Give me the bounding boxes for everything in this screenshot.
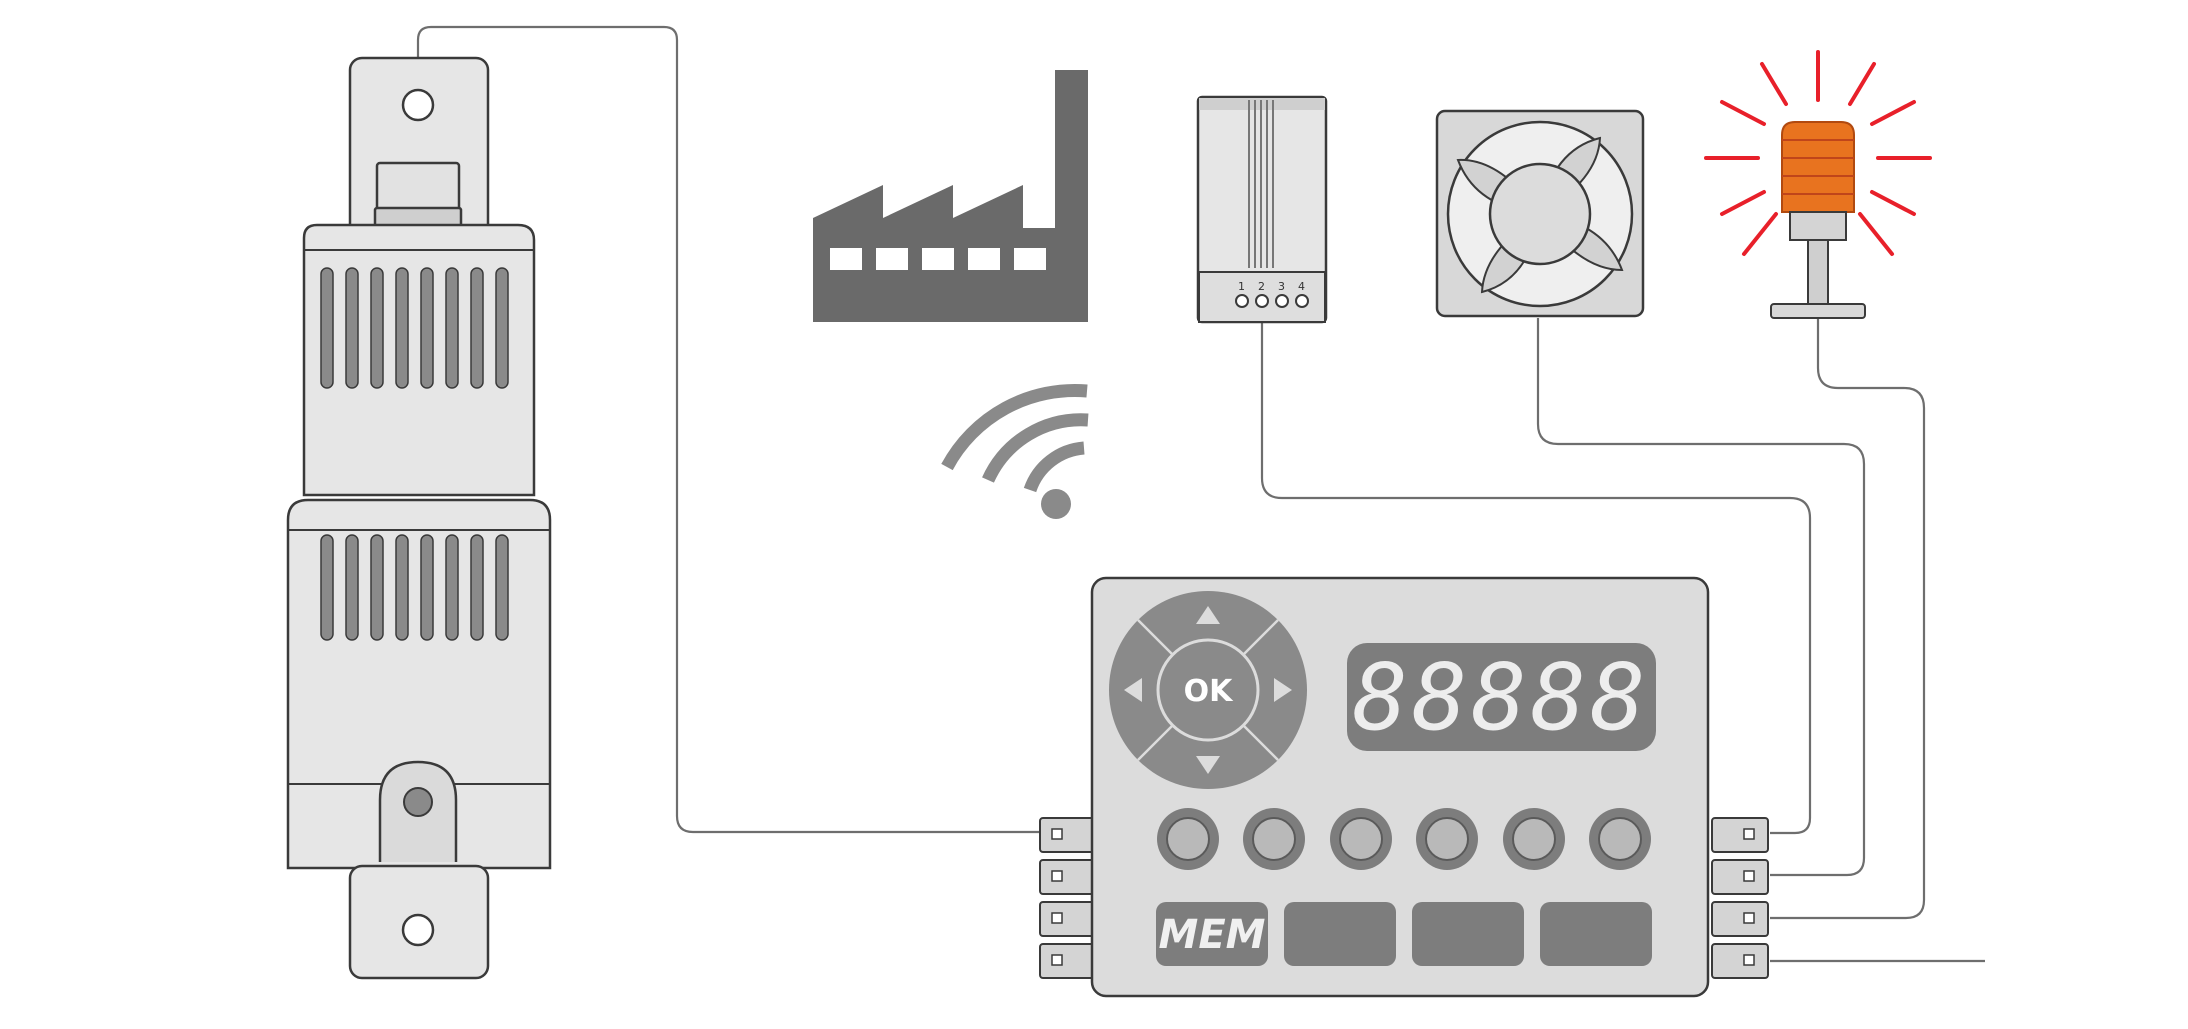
left-terminal-4 <box>1039 943 1097 979</box>
ok-button-label: OK <box>1184 674 1235 709</box>
controller-unit: OK 88888 <box>1039 576 1769 998</box>
dpad-up-button[interactable] <box>1196 606 1220 624</box>
round-button-2[interactable] <box>1243 808 1305 870</box>
wifi-dot <box>1041 489 1071 519</box>
heater-terminal-3: 3 <box>1278 280 1285 293</box>
beacon-rays <box>1704 50 1932 256</box>
wifi-icon <box>941 384 1089 519</box>
wifi-arc-outer <box>941 384 1088 471</box>
heater-icon: 1 2 3 4 <box>1196 95 1328 324</box>
fan-hub <box>1488 162 1592 266</box>
fan-icon <box>1435 109 1645 318</box>
left-terminal-3 <box>1039 901 1097 937</box>
dpad-left-button[interactable] <box>1124 678 1142 702</box>
right-terminal-2 <box>1711 859 1769 895</box>
factory-windows <box>830 248 1046 270</box>
sensor-collar <box>375 161 461 213</box>
heater-terminal-4: 4 <box>1298 280 1305 293</box>
left-terminal-2 <box>1039 859 1097 895</box>
wire-fan-to-controller <box>1536 318 1866 877</box>
right-terminal-3 <box>1711 901 1769 937</box>
round-button-4[interactable] <box>1416 808 1478 870</box>
heater-terminals <box>1235 294 1309 308</box>
function-button-2[interactable] <box>1412 902 1524 966</box>
right-terminal-1 <box>1711 817 1769 853</box>
beacon-dome <box>1781 121 1855 213</box>
factory-silhouette <box>813 70 1088 322</box>
heater-fins <box>1248 100 1274 268</box>
round-buttons <box>1157 808 1651 870</box>
dpad: OK <box>1109 591 1307 789</box>
warning-beacon-icon <box>1704 50 1932 319</box>
display-value: 88888 <box>1353 644 1650 751</box>
sensor-bottom-hole <box>401 913 435 947</box>
wire-heater-to-controller <box>1260 318 1812 835</box>
beacon-collar <box>1789 211 1847 241</box>
wire-beacon-to-controller <box>1770 318 1926 920</box>
ok-button[interactable] <box>1156 638 1260 742</box>
sensor-device <box>286 56 552 980</box>
right-terminal-4 <box>1711 943 1769 979</box>
sensor-screw <box>403 787 433 817</box>
controller-right-terminals <box>1711 817 1769 979</box>
controller-left-terminals <box>1039 817 1097 979</box>
wires <box>416 25 1985 963</box>
round-button-1[interactable] <box>1157 808 1219 870</box>
wire-sensor-to-controller <box>416 25 1040 834</box>
sensor-lower-vents <box>320 534 509 641</box>
mem-button-label: MEM <box>1159 912 1266 958</box>
wifi-arc-middle <box>982 413 1089 483</box>
beacon-dome-stripes <box>1782 139 1854 195</box>
round-button-5[interactable] <box>1503 808 1565 870</box>
sensor-top-hole <box>401 88 435 122</box>
dpad-down-button[interactable] <box>1196 756 1220 774</box>
beacon-pole <box>1807 239 1829 305</box>
function-button-3[interactable] <box>1540 902 1652 966</box>
wifi-arc-inner <box>1023 441 1085 493</box>
factory-icon <box>813 70 1088 322</box>
round-button-6[interactable] <box>1589 808 1651 870</box>
round-button-3[interactable] <box>1330 808 1392 870</box>
mem-button[interactable] <box>1156 902 1268 966</box>
dpad-right-button[interactable] <box>1274 678 1292 702</box>
heater-terminal-2: 2 <box>1258 280 1265 293</box>
sensor-upper-vents <box>320 267 509 389</box>
function-button-1[interactable] <box>1284 902 1396 966</box>
heater-terminal-1: 1 <box>1238 280 1245 293</box>
left-terminal-1 <box>1039 817 1097 853</box>
dpad-dividers <box>1137 619 1279 761</box>
seven-segment-display <box>1347 643 1656 751</box>
beacon-base <box>1770 303 1866 319</box>
